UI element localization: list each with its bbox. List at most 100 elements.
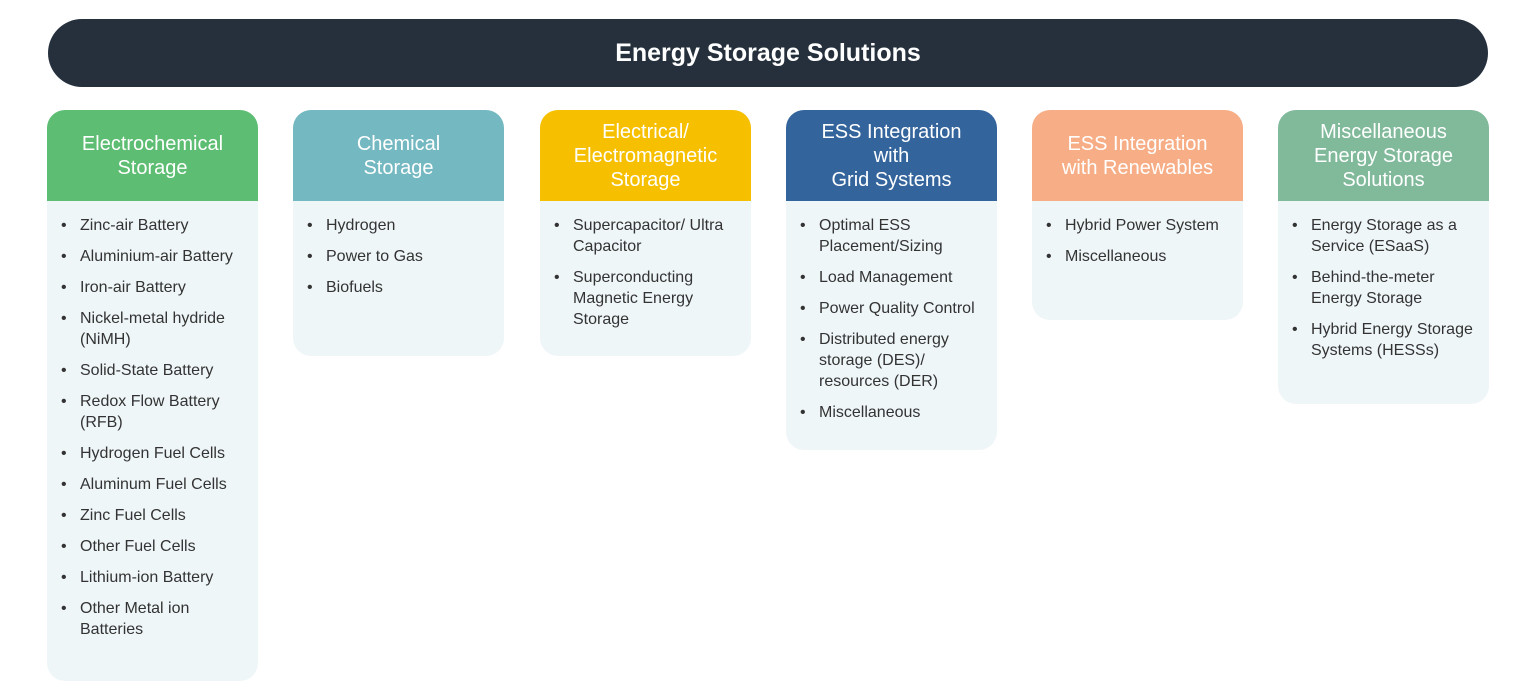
bullet-icon: •: [307, 279, 313, 296]
item-label: Distributed energy storage (DES)/ resour…: [819, 331, 949, 390]
category-items: • Hydrogen • Power to Gas • Biofuels: [293, 201, 504, 318]
bullet-icon: •: [800, 217, 806, 234]
list-item: • Optimal ESS Placement/Sizing: [800, 215, 987, 257]
list-item: • Superconducting Magnetic Energy Storage: [554, 267, 741, 330]
category-items: • Optimal ESS Placement/Sizing • Load Manag…: [786, 201, 997, 443]
item-label: Zinc Fuel Cells: [80, 507, 186, 524]
category-items: •Zinc-air Battery•Aluminium-air Battery•…: [47, 201, 258, 660]
list-item: • Lithium-ion Battery: [61, 567, 248, 588]
item-label: Energy Storage as a Service (ESaaS): [1311, 217, 1457, 255]
item-label: Supercapacitor/ Ultra Capacitor: [573, 217, 724, 255]
bullet-icon: •: [61, 310, 67, 327]
category-header: Chemical Storage: [293, 110, 504, 201]
list-item: • Power Quality Control: [800, 298, 987, 319]
item-label: Iron-air Battery: [80, 279, 186, 296]
bullet-icon: •: [61, 217, 67, 234]
bullet-icon: •: [61, 476, 67, 493]
bullet-icon: •: [1046, 248, 1052, 265]
diagram-title: Energy Storage Solutions: [48, 19, 1488, 87]
category-items: • Energy Storage as a Service (ESaaS) • Beh…: [1278, 201, 1489, 381]
list-item: • Energy Storage as a Service (ESaaS): [1292, 215, 1479, 257]
bullet-icon: •: [800, 269, 806, 286]
bullet-icon: •: [800, 404, 806, 421]
bullet-icon: •: [307, 217, 313, 234]
category-header: Miscellaneous Energy Storage Solutions: [1278, 110, 1489, 201]
item-label: Miscellaneous: [1065, 248, 1167, 265]
list-item: • Iron-air Battery: [61, 277, 248, 298]
category-header: ESS Integration with Grid Systems: [786, 110, 997, 201]
item-label: Hybrid Power System: [1065, 217, 1219, 234]
category-card: ESS Integration with Renewables • Hybrid P…: [1032, 110, 1243, 320]
bullet-icon: •: [1292, 321, 1298, 338]
list-item: • Behind-the-meter Energy Storage: [1292, 267, 1479, 309]
category-items: • Supercapacitor/ Ultra Capacitor • Superco…: [540, 201, 751, 350]
item-label: Optimal ESS Placement/Sizing: [819, 217, 943, 255]
list-item: • Other Metal ion Batteries: [61, 598, 248, 640]
item-label: Superconducting Magnetic Energy Storage: [573, 269, 694, 328]
category-header: Electrochemical Storage: [47, 110, 258, 201]
item-label: Other Metal ion Batteries: [80, 600, 190, 638]
category-card: Miscellaneous Energy Storage Solutions • E…: [1278, 110, 1489, 404]
list-item: • Miscellaneous: [1046, 246, 1233, 267]
list-item: • Miscellaneous: [800, 402, 987, 423]
list-item: • Hybrid Power System: [1046, 215, 1233, 236]
list-item: • Distributed energy storage (DES)/ resou…: [800, 329, 987, 392]
category-card: ESS Integration with Grid Systems • Optima…: [786, 110, 997, 450]
bullet-icon: •: [1292, 269, 1298, 286]
bullet-icon: •: [61, 362, 67, 379]
list-item: • Biofuels: [307, 277, 494, 298]
list-item: • Hydrogen Fuel Cells: [61, 443, 248, 464]
item-label: Biofuels: [326, 279, 383, 296]
bullet-icon: •: [61, 393, 67, 410]
list-item: • Nickel-metal hydride (NiMH): [61, 308, 248, 350]
bullet-icon: •: [554, 269, 560, 286]
bullet-icon: •: [1292, 217, 1298, 234]
item-label: Power Quality Control: [819, 300, 975, 317]
item-label: Redox Flow Battery (RFB): [80, 393, 220, 431]
category-header: Electrical/ Electromagnetic Storage: [540, 110, 751, 201]
category-card: Electrochemical Storage • Zinc-air Battery…: [47, 110, 258, 681]
item-label: Other Fuel Cells: [80, 538, 196, 555]
bullet-icon: •: [61, 538, 67, 555]
item-label: Lithium-ion Battery: [80, 569, 214, 586]
item-label: Power to Gas: [326, 248, 423, 265]
bullet-icon: •: [61, 279, 67, 296]
bullet-icon: •: [61, 600, 67, 617]
bullet-icon: •: [554, 217, 560, 234]
category-card: Chemical Storage • Hydrogen • Power to Gas • B…: [293, 110, 504, 356]
category-header: ESS Integration with Renewables: [1032, 110, 1243, 201]
item-label: Hydrogen Fuel Cells: [80, 445, 225, 462]
bullet-icon: •: [1046, 217, 1052, 234]
item-label: Miscellaneous: [819, 404, 921, 421]
category-card: Electrical/ Electromagnetic Storage • Supe…: [540, 110, 751, 356]
bullet-icon: •: [61, 569, 67, 586]
bullet-icon: •: [61, 507, 67, 524]
list-item: • Aluminum Fuel Cells: [61, 474, 248, 495]
list-item: • Power to Gas: [307, 246, 494, 267]
item-label: Load Management: [819, 269, 953, 286]
list-item: • Hybrid Energy Storage Systems (HESSs): [1292, 319, 1479, 361]
bullet-icon: •: [800, 300, 806, 317]
bullet-icon: •: [61, 445, 67, 462]
bullet-icon: •: [307, 248, 313, 265]
item-label: Nickel-metal hydride (NiMH): [80, 310, 225, 348]
list-item: • Redox Flow Battery (RFB): [61, 391, 248, 433]
list-item: • Solid-State Battery: [61, 360, 248, 381]
list-item: • Other Fuel Cells: [61, 536, 248, 557]
list-item: • Zinc Fuel Cells: [61, 505, 248, 526]
bullet-icon: •: [800, 331, 806, 348]
item-label: Zinc-air Battery: [80, 217, 189, 234]
item-label: Aluminium-air Battery: [80, 248, 233, 265]
list-item: • Load Management: [800, 267, 987, 288]
category-items: • Hybrid Power System • Miscellaneous: [1032, 201, 1243, 287]
item-label: Behind-the-meter Energy Storage: [1311, 269, 1435, 307]
bullet-icon: •: [61, 248, 67, 265]
item-label: Solid-State Battery: [80, 362, 214, 379]
item-label: Hydrogen: [326, 217, 396, 234]
item-label: Aluminum Fuel Cells: [80, 476, 227, 493]
list-item: • Supercapacitor/ Ultra Capacitor: [554, 215, 741, 257]
list-item: • Zinc-air Battery: [61, 215, 248, 236]
list-item: • Hydrogen: [307, 215, 494, 236]
item-label: Hybrid Energy Storage Systems (HESSs): [1311, 321, 1473, 359]
list-item: • Aluminium-air Battery: [61, 246, 248, 267]
